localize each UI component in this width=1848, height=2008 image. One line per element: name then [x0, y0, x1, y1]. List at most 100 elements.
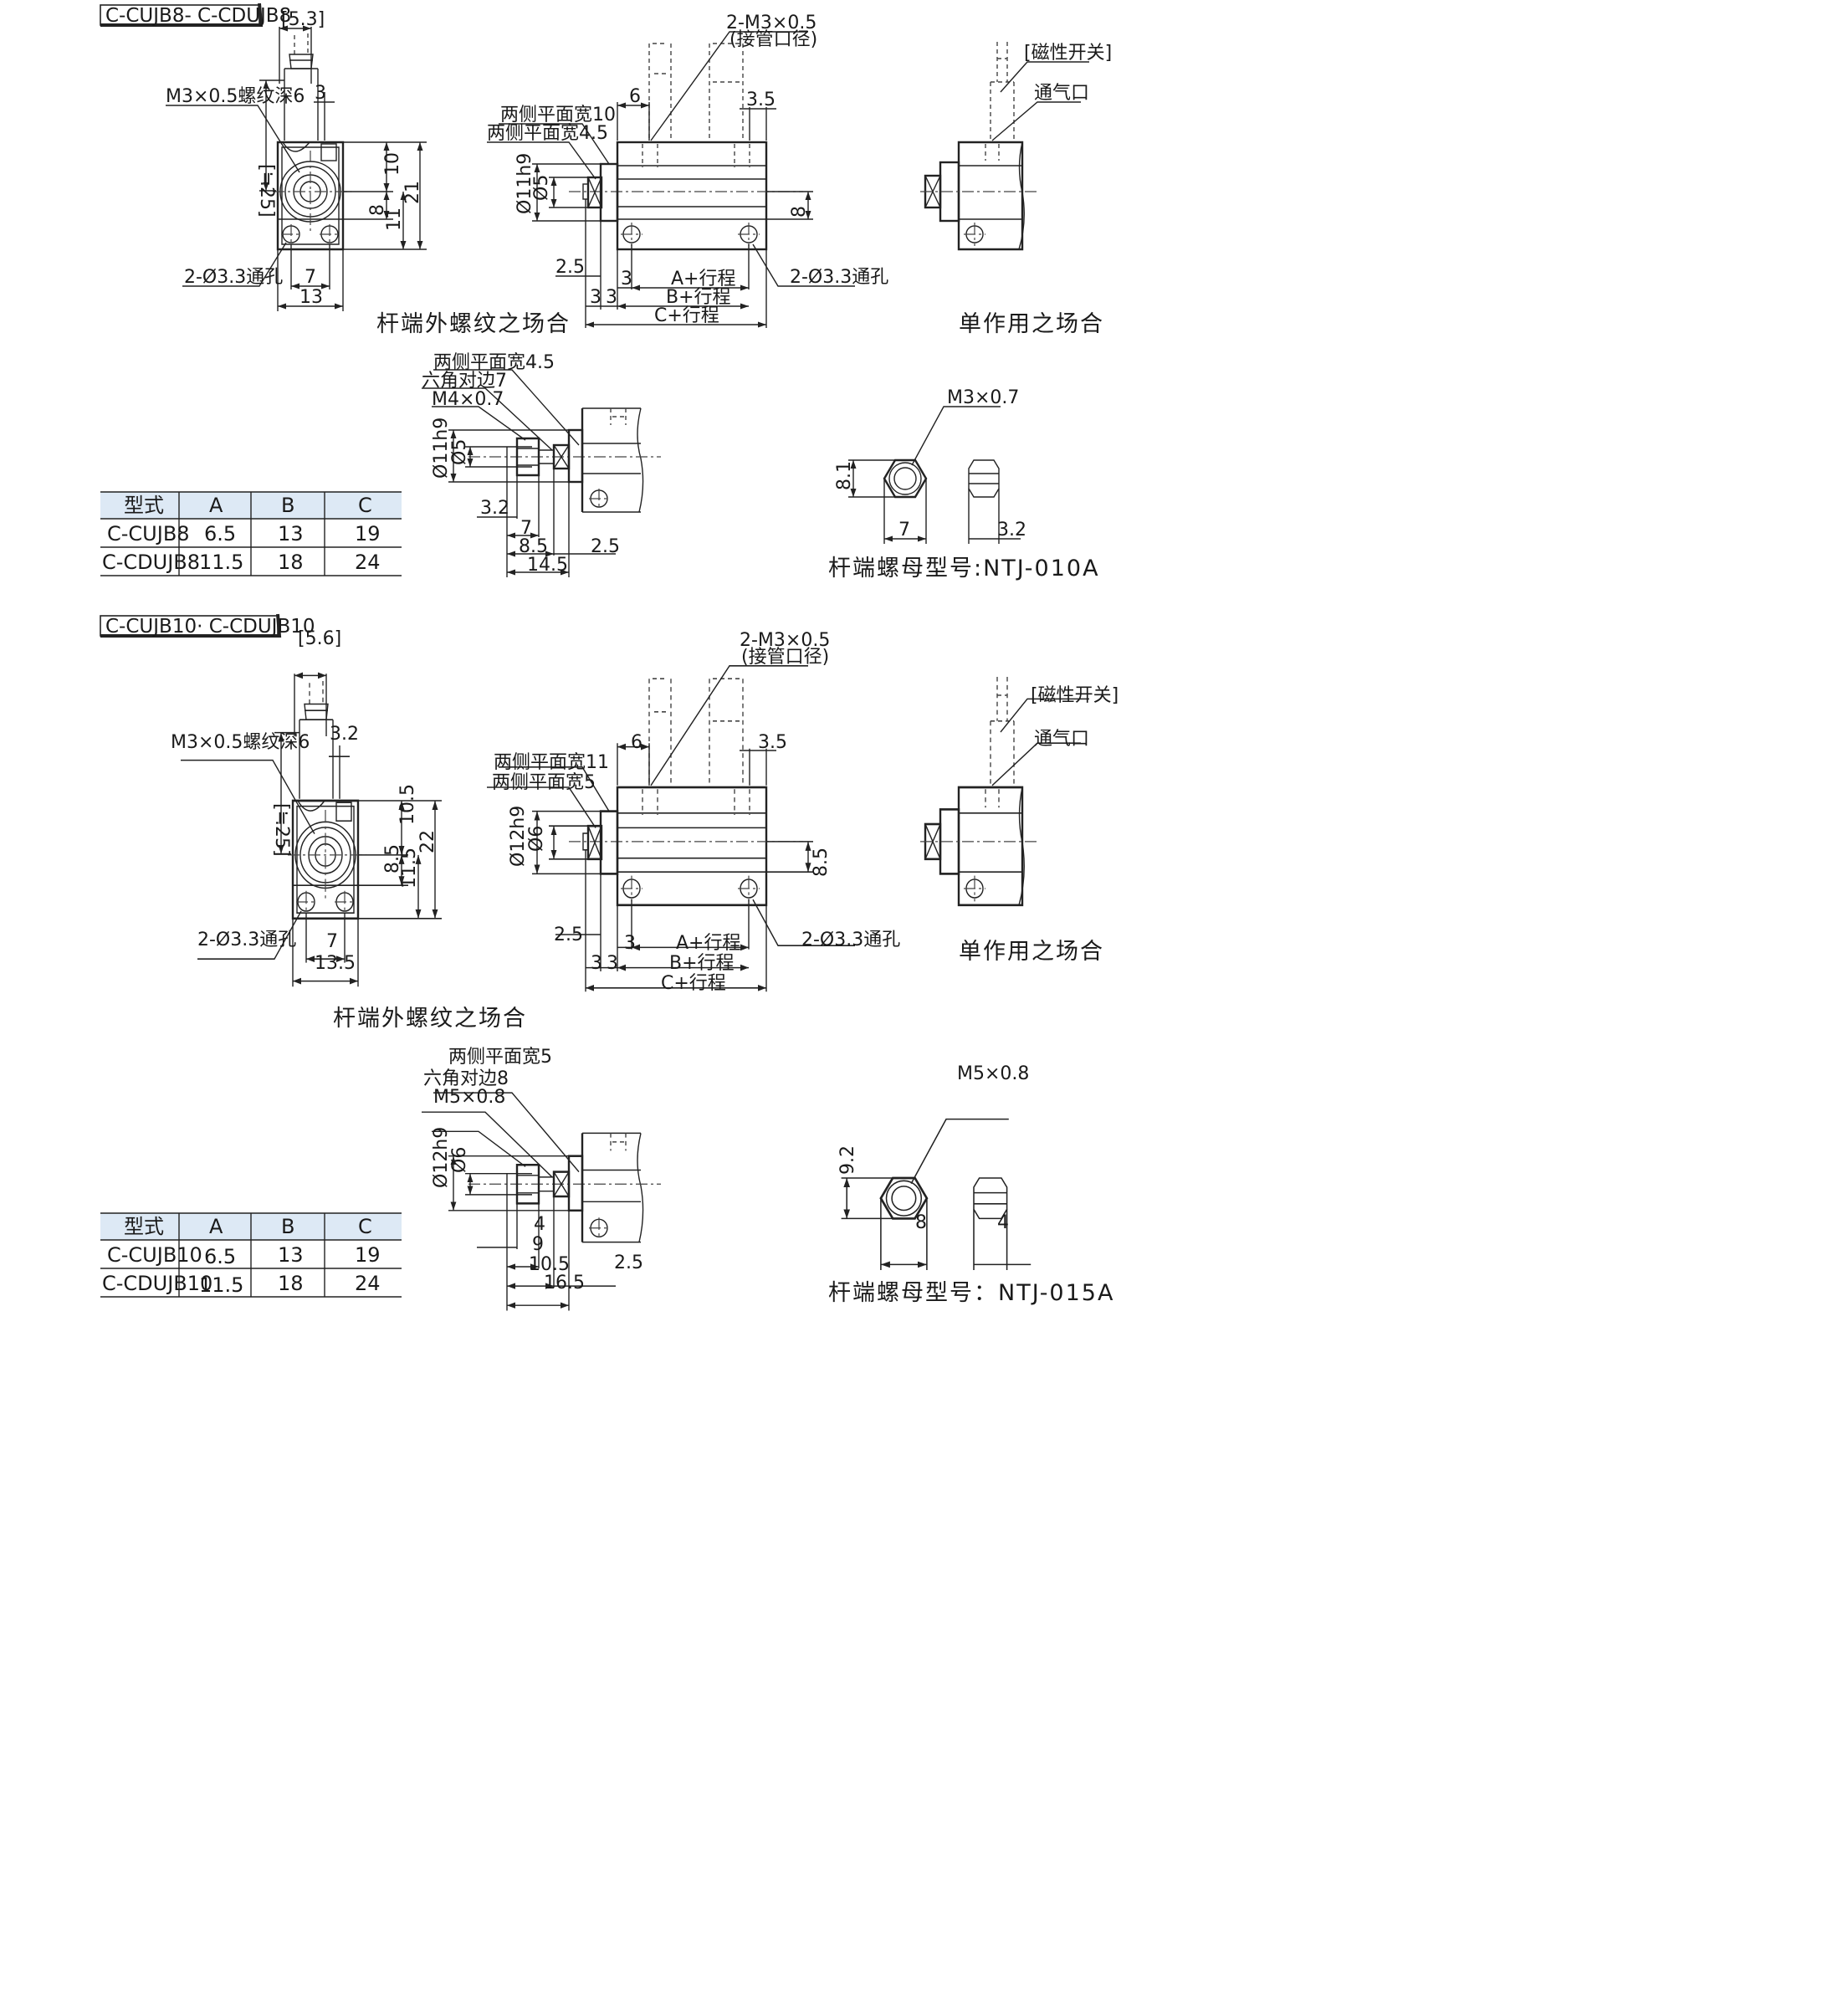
- table-header: 型式: [124, 494, 164, 517]
- side-hole-label: 2-Ø3.3通孔: [790, 267, 888, 288]
- dim-hole-height: 8.5: [811, 848, 832, 877]
- table-header: A: [209, 494, 223, 517]
- rod-thread-label: M4×0.7: [432, 389, 504, 410]
- table-header: B: [281, 494, 294, 517]
- dim-offset: 3: [315, 83, 326, 104]
- section-header-box: C-CUJB10· C-CDUJB10: [100, 613, 315, 638]
- dim-rod-diameter: Ø5: [531, 175, 552, 201]
- nut-model-caption: 杆端螺母型号：NTJ-015A: [828, 1280, 1114, 1306]
- dim-center-offset: 8: [367, 204, 388, 216]
- dim-b-stroke: B+行程: [669, 953, 735, 974]
- dim-hole-pitch: 7: [305, 267, 316, 288]
- dim-rod-total: 16.5: [544, 1273, 585, 1293]
- front-view: [5.3] M3×0.5螺纹深6 3 [≒25] 10 21 8 11 2-Ø3…: [166, 9, 427, 311]
- dim-rod-length: 8.5: [519, 536, 548, 557]
- flat-width-label-large: 两侧平面宽10: [500, 105, 616, 126]
- dim-port-offset: 6: [631, 732, 642, 753]
- table-cell: C-CUJB10: [107, 1243, 202, 1267]
- flat-width-label-small: 两侧平面宽5: [492, 772, 596, 793]
- dim-height-upper: 10: [382, 152, 403, 176]
- table-cell: 13: [278, 1243, 304, 1267]
- dim-body-width: 13: [299, 287, 323, 308]
- table-header: C: [358, 1215, 372, 1238]
- nut-height: 9.2: [837, 1145, 858, 1175]
- dim-nut-position: 7: [520, 518, 532, 539]
- table-cell: 19: [355, 1243, 381, 1267]
- dim-height-total: 22: [417, 830, 438, 853]
- caption-rod-thread: 杆端外螺纹之场合: [376, 311, 571, 337]
- table-cell: 6.5: [204, 522, 236, 546]
- dim-head-offset: 2.5: [614, 1252, 643, 1273]
- table-header: 型式: [124, 1215, 164, 1238]
- table-cell: 13: [278, 522, 304, 546]
- dim-body-width: 13.5: [315, 953, 356, 974]
- dim-hole-pitch: 7: [326, 931, 338, 952]
- rod-diameter: Ø6: [449, 1147, 470, 1173]
- dim-a-stroke: A+行程: [671, 269, 735, 289]
- dim-bore-diameter: Ø12h9: [508, 806, 529, 867]
- table-cell: 19: [355, 522, 381, 546]
- rod-flat-label: 两侧平面宽5: [448, 1047, 552, 1068]
- table-cell: C-CDUJB10: [102, 1272, 212, 1295]
- dim-center-offset: 8.5: [382, 844, 403, 873]
- magnetic-switch-label: [磁性开关]: [1031, 685, 1119, 706]
- caption-single-acting: 单作用之场合: [959, 311, 1104, 337]
- table-header: A: [209, 1215, 223, 1238]
- mounting-hole-label: 2-Ø3.3通孔: [184, 267, 283, 288]
- section-header: C-CUJB10· C-CDUJB10: [105, 616, 315, 638]
- nut-thickness: 3.2: [997, 520, 1026, 540]
- dim-c-stroke: C+行程: [654, 305, 719, 326]
- table-cell: 11.5: [199, 551, 243, 574]
- dim-b-offset-2: 3: [606, 287, 617, 308]
- nut-thickness: 4: [997, 1212, 1009, 1233]
- table-cell: 18: [278, 551, 304, 574]
- dim-rod-length: 10.5: [529, 1254, 570, 1275]
- dim-thread-length: 4: [534, 1214, 545, 1235]
- thread-depth-label: M3×0.5螺纹深6: [171, 732, 310, 753]
- dim-nut-position: 9: [532, 1234, 544, 1255]
- rod-flat-label: 两侧平面宽4.5: [433, 352, 555, 373]
- rod-bore-diameter: Ø12h9: [431, 1127, 452, 1188]
- caption-single-acting: 单作用之场合: [959, 939, 1104, 965]
- side-view: 2-M3×0.5 (接管口径) 两侧平面宽11 两侧平面宽5 Ø12h9 Ø6 …: [487, 630, 900, 994]
- magnetic-switch-label: [磁性开关]: [1024, 43, 1112, 64]
- dim-offset: 3.2: [330, 724, 359, 745]
- side-view: 2-M3×0.5 (接管口径) 两侧平面宽10 两侧平面宽4.5 Ø11h9 Ø…: [487, 13, 888, 328]
- dim-height-total: 21: [402, 181, 423, 204]
- nut-model-caption: 杆端螺母型号:NTJ-010A: [828, 556, 1100, 581]
- dim-approx-length: [≒25]: [256, 164, 277, 218]
- nut-thread-label: M5×0.8: [957, 1063, 1029, 1084]
- dim-rod-end: 2.5: [555, 257, 585, 278]
- table-cell: C-CUJB8: [107, 522, 190, 546]
- section-header-box: C-CUJB8- C-CDUJB8: [100, 3, 291, 27]
- dim-top-width: [5.3]: [281, 9, 325, 30]
- dim-b-offset-1: 3: [590, 287, 601, 308]
- mounting-hole-label: 2-Ø3.3通孔: [197, 930, 296, 950]
- thread-depth-label: M3×0.5螺纹深6: [166, 86, 305, 107]
- dim-b-stroke: B+行程: [666, 287, 731, 308]
- rod-end-detail: 两侧平面宽5 六角对边8 M5×0.8 Ø12h9 Ø6 4 9 10.5 2.…: [422, 1047, 661, 1311]
- nut-height: 8.1: [834, 461, 855, 490]
- nut-detail: M3×0.7 8.1 7 3.2 杆端螺母型号:NTJ-010A: [828, 387, 1100, 581]
- dim-port-edge: 3.5: [758, 732, 787, 753]
- front-view: [5.6] M3×0.5螺纹深6 3.2 [≒25] 10.5 22 8.5 1…: [171, 628, 442, 986]
- port-thread-label: 2-M3×0.5: [726, 13, 816, 33]
- rod-diameter: Ø5: [449, 439, 470, 465]
- table-cell: 24: [355, 551, 381, 574]
- port-note-label: (接管口径): [741, 647, 829, 668]
- dim-b-offset-2: 3: [607, 953, 618, 974]
- dim-rod-end: 2.5: [554, 925, 583, 945]
- section-cujb10: C-CUJB10· C-CDUJB10 [5.6] M3×0.5螺纹深6 3.2…: [100, 613, 1119, 1311]
- single-acting-view: [磁性开关] 通气口: [919, 40, 1112, 251]
- flat-width-label-large: 两侧平面宽11: [494, 752, 609, 773]
- dim-top-width: [5.6]: [298, 628, 341, 649]
- dim-a-offset: 3: [621, 269, 632, 289]
- dim-rod-diameter: Ø6: [526, 826, 547, 852]
- dim-c-stroke: C+行程: [661, 973, 726, 994]
- nut-detail: M5×0.8 9.2 8 4 杆端螺母型号：NTJ-015A: [828, 1063, 1114, 1306]
- hex-width-label: 六角对边7: [422, 371, 507, 392]
- dim-height-lower: 11: [384, 207, 405, 231]
- port-thread-label: 2-M3×0.5: [740, 630, 830, 651]
- flat-width-label-small: 两侧平面宽4.5: [487, 123, 608, 144]
